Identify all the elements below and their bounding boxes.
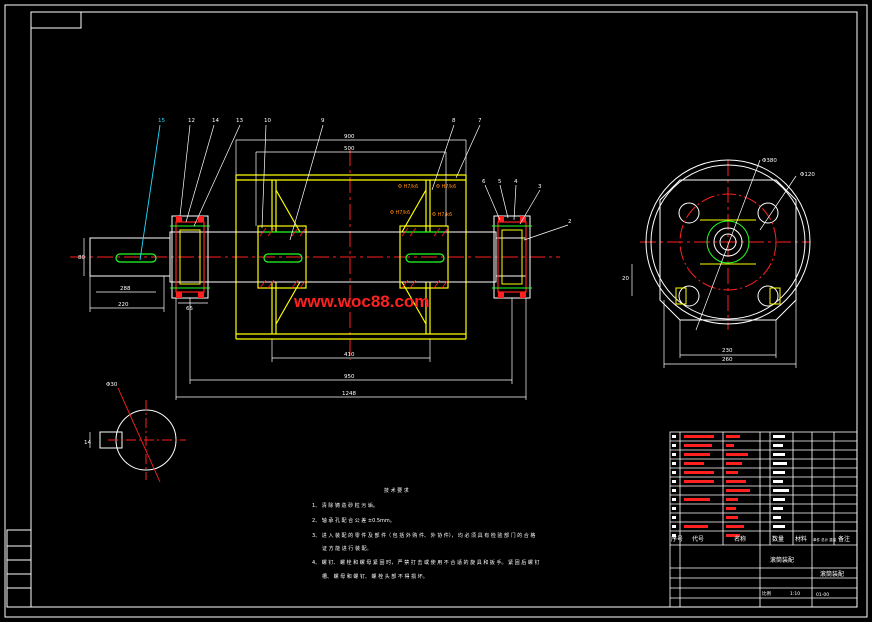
dim-260: 260 — [722, 357, 733, 363]
outer-frame — [4, 4, 868, 618]
title-block — [669, 431, 858, 608]
balloon-3: 3 — [538, 184, 542, 190]
dim-288: 288 — [120, 286, 131, 292]
dim-950: 950 — [344, 374, 355, 380]
left-bearing-housing — [170, 215, 210, 299]
svg-text:Φ H7/k6: Φ H7/k6 — [398, 184, 418, 190]
dim-900: 900 — [344, 134, 355, 140]
scale-label: 比例 — [762, 590, 771, 597]
svg-text:Φ H7/k6: Φ H7/k6 — [436, 184, 456, 190]
dim-220: 220 — [118, 302, 129, 308]
balloon-12: 12 — [188, 118, 195, 124]
technical-notes: 技 术 要 求 1、 清 除 铸 造 砂 粒 污 垢。 2、 轴 承 孔 配 合… — [312, 487, 539, 580]
balloon-7: 7 — [478, 118, 482, 124]
svg-text:Φ H7/k6: Φ H7/k6 — [432, 212, 452, 218]
dim-410: 410 — [344, 352, 355, 358]
parts-list-entries — [684, 435, 750, 537]
balloon-4: 4 — [514, 179, 518, 185]
dim-80: 80 — [78, 255, 85, 261]
dim-1248: 1248 — [342, 391, 356, 397]
dim-230: 230 — [722, 348, 733, 354]
balloon-6: 6 — [482, 179, 486, 185]
balloon-5: 5 — [498, 179, 502, 185]
svg-text:Φ H7/k6: Φ H7/k6 — [390, 210, 410, 216]
balloon-8: 8 — [452, 118, 456, 124]
header-index: 序号 — [671, 535, 683, 543]
balloon-10: 10 — [264, 118, 271, 124]
dim-20: 20 — [622, 276, 629, 282]
notes-title: 技 术 要 求 — [384, 487, 409, 494]
scale-value: 1:10 — [790, 591, 800, 597]
watermark-text: www.woc88.com — [293, 292, 429, 311]
parts-list-materials — [672, 435, 789, 537]
inner-frame — [30, 11, 858, 608]
header-note: 备注 — [838, 535, 850, 543]
header-weight: 单件 总计 重量 — [813, 537, 837, 542]
note-line-1: 1、 清 除 铸 造 砂 粒 污 垢。 — [312, 502, 378, 509]
header-code: 代号 — [692, 535, 704, 543]
dim-phi120: Φ120 — [800, 172, 815, 178]
balloon-14: 14 — [212, 118, 219, 124]
dim-phi380: Φ380 — [762, 158, 777, 164]
balloon-2: 2 — [568, 219, 572, 225]
header-qty: 数量 — [772, 535, 784, 543]
company-name: 滚筒装配 — [820, 570, 844, 578]
dim-14: 14 — [84, 440, 91, 446]
note-line-5: 4、 螺 钉、 螺 栓 和 螺 母 紧 固 时， 严 禁 打 击 或 使 用 不… — [312, 559, 539, 566]
note-line-3: 3、 进 入 装 配 的 零 件 及 部 件（ 包 括 外 购 件、 外 协 件… — [312, 532, 535, 539]
note-line-2: 2、 轴 承 孔 配 合 公 差 ±0.5mm。 — [312, 517, 395, 524]
shaft-cross-section: Φ30 14 — [84, 382, 186, 483]
header-material: 材料 — [795, 535, 807, 543]
dim-500: 500 — [344, 146, 355, 152]
dim-phi30: Φ30 — [106, 382, 118, 388]
balloon-13: 13 — [236, 118, 243, 124]
corner-label-box — [30, 11, 82, 29]
front-view-section: Φ H7/k6 Φ H7/k6 Φ H7/k6 Φ H7/k6 — [70, 124, 569, 400]
side-view: Φ380 Φ120 20 230 260 — [622, 158, 815, 368]
header-name: 名称 — [734, 535, 746, 543]
drawing-title: 滚筒装配 — [770, 556, 794, 564]
balloon-9: 9 — [321, 118, 325, 124]
note-line-6: 槽、 螺 母 和 螺 钉、 螺 栓 头 部 不 得 损 坏。 — [322, 573, 428, 580]
drawing-number: 01-00 — [816, 592, 829, 598]
dim-65: 65 — [186, 306, 193, 312]
left-side-strip — [6, 529, 32, 608]
balloon-15: 15 — [158, 118, 165, 124]
note-line-4: 证 方 能 进 行 装 配。 — [322, 545, 372, 552]
